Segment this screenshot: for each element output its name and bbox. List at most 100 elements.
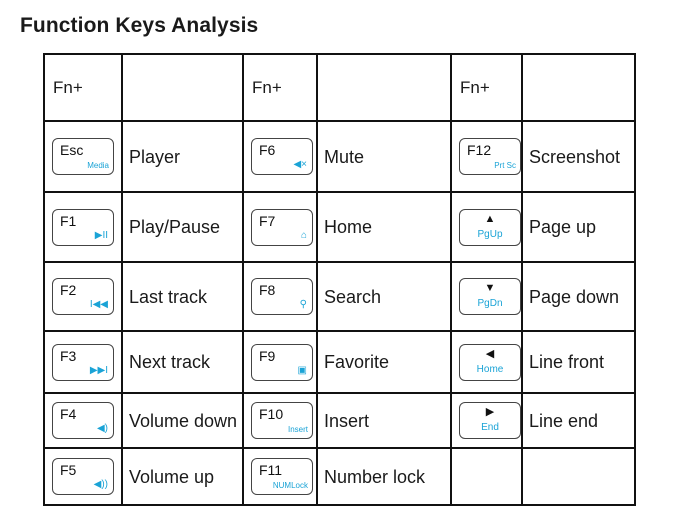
keycap: F6 ◀× — [251, 138, 313, 175]
description-text: Volume down — [129, 410, 238, 431]
search-icon: ⚲ — [299, 299, 307, 310]
keycap: F4◀) — [52, 402, 114, 439]
key-label: F3 — [60, 347, 77, 364]
next-track-icon: ▶▶I — [89, 364, 108, 376]
key-label: F2 — [60, 282, 77, 298]
header-blank — [521, 53, 636, 122]
volume-up-icon: ◀)) — [93, 479, 108, 490]
key-label: F6 — [259, 142, 276, 158]
fn-header: Fn+ — [43, 53, 123, 122]
description-text: Line end — [529, 410, 599, 431]
description-text: Page down — [529, 286, 620, 307]
key-cell: ▲PgUp — [450, 191, 523, 263]
description-text: Play/Pause — [129, 217, 221, 237]
function-description: Mute — [316, 120, 452, 193]
key-cell: ▶ End — [450, 392, 523, 449]
keycap: ▲PgUp — [459, 208, 521, 246]
arrow-icon: ▼ — [484, 282, 496, 294]
key-sublabel: Insert — [287, 425, 308, 434]
function-description: Play/Pause — [121, 191, 244, 263]
function-description: Next track — [121, 330, 244, 394]
function-description: Favorite — [316, 330, 452, 394]
play-pause-icon: ▶II — [94, 229, 108, 241]
key-label: F1 — [60, 212, 77, 229]
function-description: Page down — [521, 261, 636, 332]
key-cell — [450, 447, 523, 506]
mute-icon: ◀× — [293, 159, 307, 170]
header-blank — [316, 53, 452, 122]
description-text: Player — [129, 146, 181, 167]
keycap: F9 ▣ — [251, 343, 313, 381]
header-row: Fn+ Fn+ Fn+ — [43, 53, 636, 122]
favorite-folder-icon: ▣ — [297, 364, 307, 376]
volume-down-icon: ◀) — [96, 423, 108, 434]
arrow-icon: ▲ — [484, 212, 496, 225]
key-label: F10 — [259, 406, 284, 422]
arrow-icon: ◀ — [485, 347, 495, 360]
function-description: Volume down — [121, 392, 244, 449]
arrow-icon: ▶ — [485, 406, 495, 418]
description-text: Last track — [129, 286, 208, 307]
keycap: F7⌂ — [251, 208, 313, 246]
function-description: Number lock — [316, 447, 452, 506]
key-cell: ◀Home — [450, 330, 523, 394]
description-text: Mute — [324, 146, 365, 167]
function-description: Line end — [521, 392, 636, 449]
previous-track-icon: I◀◀ — [89, 299, 108, 310]
key-cell: ▼ PgDn — [450, 261, 523, 332]
function-description: Line front — [521, 330, 636, 394]
key-label: F11 — [259, 462, 283, 478]
keycap: F1 ▶II — [52, 208, 114, 246]
key-label: F7 — [259, 212, 276, 229]
function-description: Home — [316, 191, 452, 263]
function-description: Search — [316, 261, 452, 332]
key-sublabel: End — [481, 422, 499, 433]
key-label: F12 — [467, 142, 492, 158]
key-cell: F4◀) — [43, 392, 123, 449]
fn-header: Fn+ — [242, 53, 318, 122]
key-sublabel: PgDn — [477, 298, 503, 309]
description-text: Screenshot — [529, 146, 621, 167]
description-text: Volume up — [129, 466, 215, 487]
function-description: Insert — [316, 392, 452, 449]
key-label: F9 — [259, 347, 276, 364]
keycap: F8⚲ — [251, 278, 313, 315]
function-description — [521, 447, 636, 506]
keycap: F5 ◀)) — [52, 458, 114, 495]
function-description: Screenshot — [521, 120, 636, 193]
key-sublabel: Media — [87, 161, 109, 170]
function-description: Player — [121, 120, 244, 193]
description-text: Line front — [529, 352, 605, 372]
table-row: F3 ▶▶I Next track F9 ▣ Favorite◀Home Line fron… — [43, 330, 636, 394]
keycap: F3 ▶▶I — [52, 343, 114, 381]
keycap: ▶ End — [459, 402, 521, 439]
description-text: Insert — [324, 410, 370, 431]
description-text: Next track — [129, 352, 211, 372]
keycap: ◀Home — [459, 343, 521, 381]
key-cell: F7⌂ — [242, 191, 318, 263]
key-cell: F3 ▶▶I — [43, 330, 123, 394]
key-cell: F8⚲ — [242, 261, 318, 332]
description-text: Search — [324, 286, 382, 307]
keycap: ▼ PgDn — [459, 278, 521, 315]
key-cell: F1 ▶II — [43, 191, 123, 263]
key-sublabel: NUMLock — [272, 481, 308, 490]
key-label: F5 — [60, 462, 77, 478]
description-text: Home — [324, 217, 373, 237]
function-description: Last track — [121, 261, 244, 332]
